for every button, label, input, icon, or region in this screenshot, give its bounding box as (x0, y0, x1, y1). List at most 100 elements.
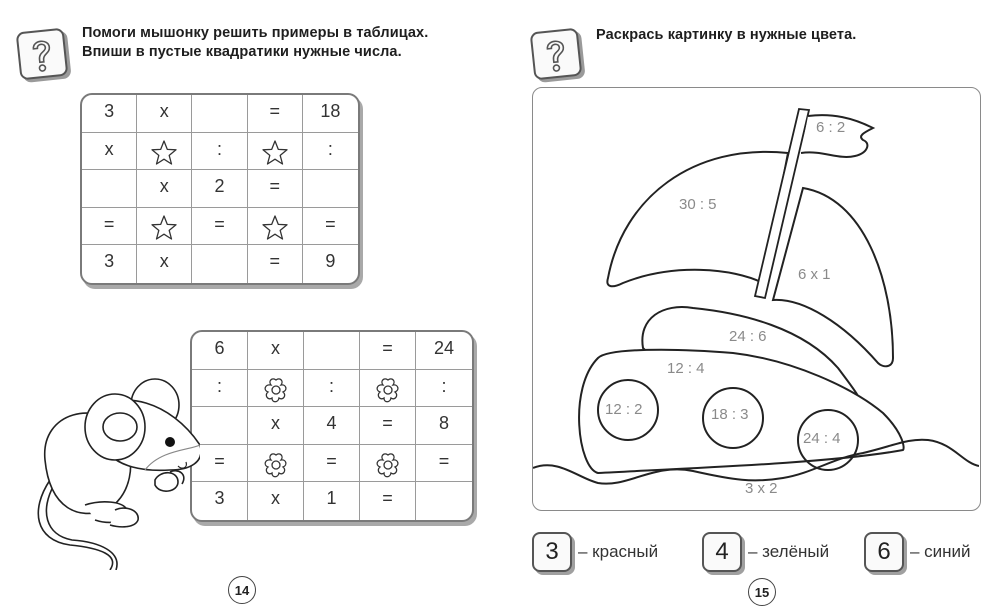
table2-cell-r1-c4: = (360, 332, 416, 370)
sailboat-illustration (533, 108, 979, 485)
table1-cell-r5-c2: x (137, 245, 193, 283)
page-number-15: 15 (748, 578, 776, 606)
table2-cell-r5-c2: x (248, 482, 304, 520)
star-icon (151, 215, 177, 240)
star-icon (151, 139, 177, 165)
table1-cell-r5-c5: 9 (303, 245, 358, 283)
cell-value: = (214, 450, 225, 471)
label-flag: 6 : 2 (816, 119, 846, 136)
cell-value: x (271, 338, 280, 358)
cell-value: x (104, 138, 114, 159)
table1-cell-r4-c2 (137, 207, 193, 246)
table1-cell-r1-c2: x (137, 95, 193, 133)
table2-cell-r5-c4: = (360, 482, 416, 520)
label-hull: 12 : 4 (667, 360, 705, 377)
color-key-label: – синий (910, 542, 971, 561)
flower-icon (376, 453, 399, 478)
cell-value: x (159, 251, 169, 272)
table1-cell-r1-c5: 18 (302, 95, 358, 133)
table1-blank-input-r3-c1[interactable] (82, 170, 138, 208)
task-instruction: Помоги мышонку решить примеры в таблицах… (82, 24, 428, 62)
table2-cell-r1-c5: 24 (416, 332, 472, 370)
cell-value: : (327, 138, 333, 159)
table1-blank-input-r3-c5[interactable] (302, 170, 358, 208)
table2-cell-r2-c5: : (416, 370, 472, 408)
table2-cell-r3-c4: = (360, 407, 416, 445)
cell-value: 24 (433, 338, 455, 358)
table1-cell-r1-c4: = (247, 95, 303, 133)
flower-icon (264, 453, 287, 478)
cell-value: 3 (104, 251, 115, 272)
table1-blank-input-r1-c3[interactable] (192, 95, 248, 133)
color-key-label: – красный (578, 542, 659, 561)
label-porthole-3: 24 : 4 (803, 430, 841, 447)
table2-cell-r4-c4 (360, 444, 416, 483)
table1-cell-r2-c5: : (302, 133, 358, 171)
table1-blank-input-r5-c3[interactable] (192, 245, 248, 283)
cell-value: : (441, 375, 447, 396)
table2-cell-r2-c2 (248, 369, 304, 408)
instruction-line-2: Впиши в пустые квадратики нужные числа. (82, 44, 402, 60)
table2-cell-r1-c2: x (248, 332, 304, 370)
cell-value: : (216, 138, 222, 159)
star-icon (262, 139, 288, 165)
color-key-blue: 6 – синий (864, 532, 971, 572)
cell-value: = (382, 413, 393, 434)
cell-value: x (159, 176, 169, 197)
table2-cell-r4-c1: = (192, 444, 248, 483)
color-key-label: – зелёный (748, 542, 830, 561)
cell-value: 3 (104, 101, 115, 121)
table2-blank-input-r1-c3[interactable] (304, 332, 360, 370)
cell-value: = (438, 450, 450, 471)
star-icon (262, 215, 288, 240)
table1-cell-r4-c5: = (302, 208, 358, 246)
table2-cell-r2-c1: : (192, 369, 248, 408)
cell-value: 2 (214, 176, 225, 197)
mouse-illustration (37, 378, 200, 570)
label-porthole-1: 12 : 2 (605, 401, 643, 418)
question-mark-icon (529, 27, 583, 81)
table1-cell-r2-c3: : (192, 132, 248, 171)
table1-cell-r5-c4: = (248, 245, 303, 283)
table1-cell-r3-c2: x (137, 170, 193, 208)
color-key-number: 6 (864, 532, 904, 572)
cell-value: = (103, 213, 115, 234)
cell-value: = (382, 338, 393, 358)
table1-cell-r4-c3: = (192, 207, 248, 246)
table2-cell-r3-c2: x (248, 407, 304, 445)
table2-cell-r4-c5: = (416, 445, 472, 483)
table2-cell-r5-c1: 3 (192, 482, 248, 520)
table2-cell-r2-c3: : (304, 369, 360, 408)
coloring-picture-frame: 6 : 2 30 : 5 6 x 1 24 : 6 12 : 4 12 : 2 … (532, 87, 981, 511)
cell-value: = (325, 213, 336, 234)
coloring-instruction: Раскрась картинку в нужные цвета. (596, 27, 857, 43)
cell-value: 6 (214, 338, 225, 358)
color-key-red: 3 – красный (532, 532, 658, 572)
instruction-line-1: Помоги мышонку решить примеры в таблицах… (82, 25, 429, 41)
label-porthole-2: 18 : 3 (711, 406, 749, 423)
flower-icon (376, 377, 399, 402)
table2-blank-input-r5-c5[interactable] (416, 482, 472, 520)
page-number-14: 14 (228, 576, 256, 604)
table2-cell-r3-c3: 4 (304, 407, 360, 445)
table2-blank-input-r3-c1[interactable] (192, 407, 248, 445)
cell-value: = (269, 251, 280, 272)
table1-cell-r2-c4 (247, 132, 303, 171)
cell-value: = (269, 176, 280, 197)
cell-value: = (269, 101, 280, 121)
label-cabin: 24 : 6 (729, 328, 767, 345)
table2-cell-r4-c3: = (304, 444, 360, 483)
cell-value: x (271, 413, 280, 434)
cell-value: = (214, 213, 225, 234)
cell-value: 1 (326, 488, 337, 509)
table2-cell-r1-c1: 6 (192, 332, 248, 370)
color-key-green: 4 – зелёный (702, 532, 829, 572)
table2-cell-r4-c2 (248, 444, 304, 483)
cell-value: 3 (214, 488, 225, 509)
flower-icon (264, 377, 287, 402)
color-key-number: 4 (702, 532, 742, 572)
cell-value: 8 (438, 413, 449, 434)
label-left-sail: 30 : 5 (679, 196, 717, 213)
table2-cell-r3-c5: 8 (416, 407, 472, 445)
